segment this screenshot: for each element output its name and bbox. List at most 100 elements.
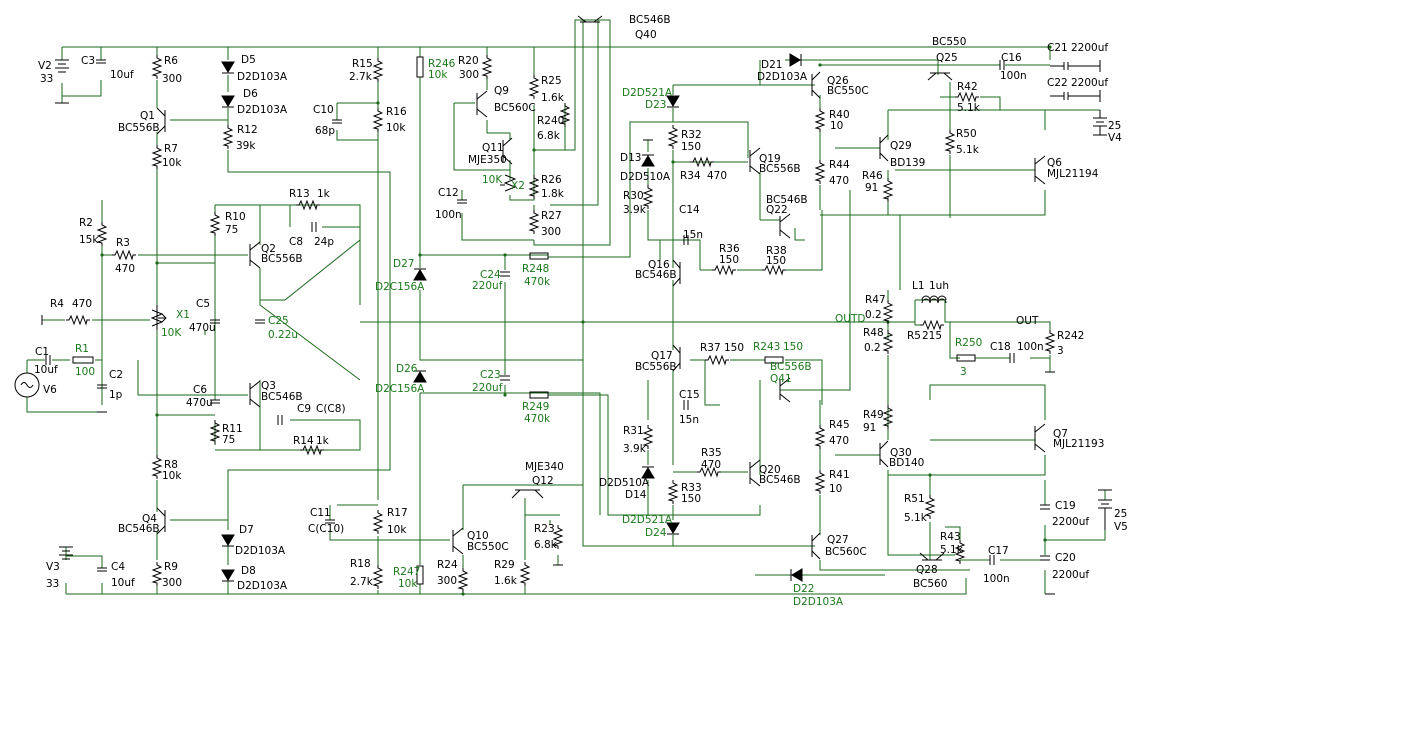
- component-label: D5: [241, 54, 256, 66]
- component-label: 300: [459, 69, 479, 81]
- component-label: 470u: [186, 397, 213, 409]
- component-label: MJE350: [468, 154, 507, 166]
- resistor-r20: [482, 54, 492, 80]
- component-label: D2D103A: [237, 71, 288, 83]
- component-label: 0.2: [865, 309, 882, 321]
- component-label: D27: [393, 258, 414, 270]
- component-label: BC550: [932, 36, 966, 48]
- component-label: D22: [793, 583, 814, 595]
- battery-v2: [55, 59, 69, 104]
- transistor-q20: [749, 459, 761, 487]
- component-label: 1uh: [929, 280, 949, 292]
- component-label: D8: [241, 565, 256, 577]
- component-label: R50: [956, 128, 977, 140]
- component-label: 150: [766, 255, 786, 267]
- ground-symbols: [41, 102, 1055, 595]
- component-label: 3: [960, 366, 967, 378]
- capacitor-c15: [683, 400, 689, 410]
- component-label: 1k: [317, 188, 331, 200]
- capacitor-c23: [500, 375, 510, 381]
- component-label: 150: [719, 254, 739, 266]
- transistor-q7: [1034, 423, 1046, 453]
- component-label: BC546B: [118, 523, 160, 535]
- component-label: R247: [393, 566, 420, 578]
- components: [14, 15, 1112, 595]
- component-label: 2200uf: [1052, 516, 1089, 528]
- resistor-r38: [761, 265, 787, 275]
- capacitor-c18: [1009, 353, 1015, 363]
- component-label: R38: [766, 245, 787, 257]
- component-label: 300: [162, 73, 182, 85]
- component-label: Q1: [140, 110, 155, 122]
- component-label: 10k: [162, 157, 182, 169]
- component-label: 25: [1114, 508, 1127, 520]
- component-label: 100n: [1000, 70, 1027, 82]
- component-label: 0.2: [864, 342, 881, 354]
- component-label: 10uf: [111, 577, 135, 589]
- component-label: 470: [829, 435, 849, 447]
- component-label: C(C8): [316, 403, 346, 415]
- component-label: D24: [645, 527, 667, 539]
- capacitor-c12: [457, 199, 467, 204]
- component-label: Q10: [467, 530, 489, 542]
- component-label: C18: [990, 341, 1011, 353]
- battery-v3: [59, 546, 73, 560]
- capacitor-c25: [255, 319, 265, 324]
- component-label: 150: [681, 493, 701, 505]
- resistor-r247: [416, 565, 424, 585]
- component-label: 91: [865, 182, 878, 194]
- component-label: D2D103A: [237, 104, 288, 116]
- component-label: R33: [681, 482, 702, 494]
- transistor-q22: [779, 213, 791, 239]
- component-label: 1.8k: [541, 188, 565, 200]
- component-label: R1: [75, 343, 89, 355]
- resistor-r248: [529, 252, 549, 260]
- transistor-q3: [249, 380, 261, 408]
- component-label: D2D521A: [622, 87, 673, 99]
- component-label: 470: [701, 459, 721, 471]
- component-label: 100n: [1017, 341, 1044, 353]
- component-label: C(C10): [308, 523, 344, 535]
- component-label: R43: [940, 531, 961, 543]
- component-label: D23: [645, 99, 666, 111]
- component-label: BC546B: [629, 14, 671, 26]
- component-label: R25: [541, 75, 562, 87]
- resistor-r10: [210, 211, 220, 237]
- component-label: D2D103A: [237, 580, 288, 592]
- component-label: Q25: [936, 52, 958, 64]
- component-label: Q2: [261, 243, 276, 255]
- component-label: V6: [43, 384, 57, 396]
- transistor-q10: [452, 527, 464, 555]
- capacitor-c16: [999, 60, 1005, 70]
- component-label: D2D521A: [622, 514, 673, 526]
- transistor-q17: [672, 344, 681, 372]
- component-label: 3.9k: [623, 204, 647, 216]
- component-label: Q27: [827, 534, 849, 546]
- component-label: C5: [196, 298, 210, 310]
- component-label: 5.1k: [956, 144, 980, 156]
- component-label: R242: [1057, 330, 1084, 342]
- component-label: Q7: [1053, 428, 1068, 440]
- transistor-q1: [156, 107, 166, 135]
- component-label: R51: [904, 493, 925, 505]
- transistor-q41: [779, 377, 791, 403]
- diode-d8: [221, 569, 235, 582]
- component-label: R30: [623, 190, 644, 202]
- component-label: 6.8k: [534, 539, 558, 551]
- diode-d26: [413, 370, 427, 383]
- component-label: D2D510A: [599, 477, 650, 489]
- component-label: Q26: [827, 75, 849, 87]
- capacitor-c14: [683, 235, 689, 245]
- component-label: 2200uf: [1071, 77, 1108, 89]
- component-label: R29: [494, 559, 515, 571]
- component-label: D2D103A: [235, 545, 286, 557]
- resistor-r242: [1045, 329, 1055, 355]
- component-label: R7: [164, 143, 178, 155]
- transistor-q27: [811, 532, 821, 560]
- component-label: 91: [863, 422, 876, 434]
- component-label: 6.8k: [537, 130, 561, 142]
- component-label: C15: [679, 389, 700, 401]
- component-label: BC556B: [770, 361, 812, 373]
- component-label: Q17: [651, 350, 673, 362]
